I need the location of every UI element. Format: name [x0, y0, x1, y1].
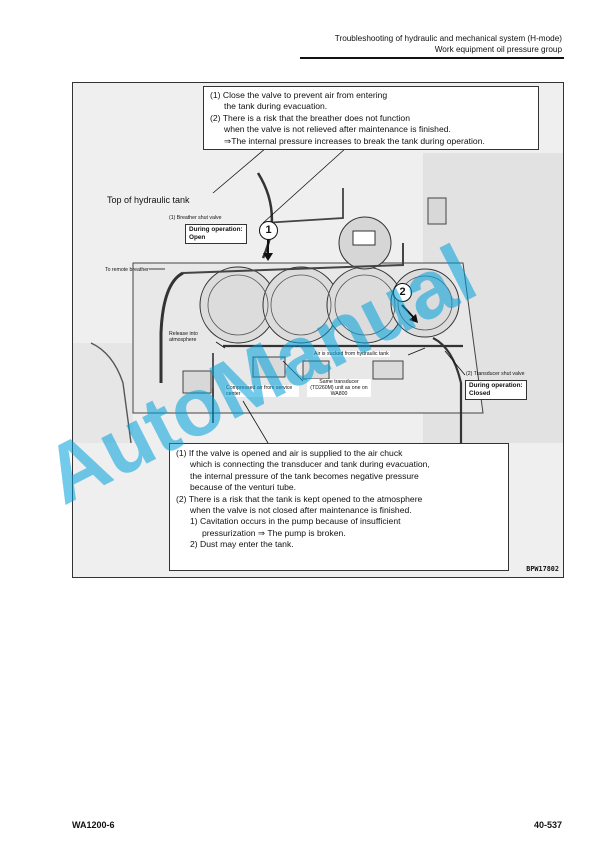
- label-compressed-air: Compressed air from service center: [225, 385, 299, 397]
- label-breather-shut-valve: (1) Breather shut valve: [169, 215, 222, 221]
- note-line: pressurization ⇒ The pump is broken.: [202, 527, 346, 538]
- marker-1: 1: [259, 221, 278, 240]
- label-transducer-shut-valve: (2) Transducer shut valve: [466, 371, 525, 377]
- label-air-sucked: Air is sucked from hydraulic tank: [313, 351, 390, 357]
- note-line: which is connecting the transducer and t…: [190, 459, 430, 470]
- state-open-box: During operation: Open: [185, 224, 247, 244]
- marker-2: 2: [393, 283, 412, 302]
- header-group-title: Work equipment oil pressure group: [434, 44, 562, 54]
- note-line: when the valve is not relieved after mai…: [224, 124, 451, 135]
- figure-code: BPW17802: [526, 565, 559, 573]
- note-line: (2) There is a risk that the breather do…: [210, 112, 410, 123]
- note-line: 1) Cavitation occurs in the pump because…: [190, 516, 401, 527]
- state-open-line2: Open: [189, 234, 206, 241]
- header-section-title: Troubleshooting of hydraulic and mechani…: [334, 34, 562, 43]
- footer-page-number: 40-537: [533, 820, 562, 830]
- note-line: 2) Dust may enter the tank.: [190, 539, 294, 550]
- bottom-caution-note: (1) If the valve is opened and air is su…: [169, 443, 509, 571]
- label-same-transducer: Same transducer (TD260M) unit as one on …: [307, 379, 371, 397]
- label-to-remote-breather: To remote breather: [105, 267, 149, 273]
- label-release-atmosphere: Release into atmosphere: [169, 331, 198, 343]
- note-line: the tank during evacuation.: [224, 101, 328, 112]
- header-rule: [300, 57, 564, 59]
- note-line: when the valve is not closed after maint…: [190, 505, 412, 516]
- footer-model: WA1200-6: [72, 820, 115, 830]
- note-line: the internal pressure of the tank become…: [190, 470, 419, 481]
- top-caution-note: (1) Close the valve to prevent air from …: [203, 86, 539, 150]
- tank-title: Top of hydraulic tank: [107, 195, 190, 205]
- note-line: (1) If the valve is opened and air is su…: [176, 448, 403, 458]
- note-line: (2) There is a risk that the tank is kep…: [176, 493, 423, 504]
- state-closed-line2: Closed: [469, 390, 491, 397]
- state-open-line1: During operation:: [189, 226, 243, 233]
- page-header: Troubleshooting of hydraulic and mechani…: [335, 34, 562, 55]
- tank-photo-figure: (1) Close the valve to prevent air from …: [72, 82, 564, 578]
- note-line: (1) Close the valve to prevent air from …: [210, 90, 388, 100]
- note-line: ⇒The internal pressure increases to brea…: [224, 135, 485, 146]
- note-line: because of the venturi tube.: [190, 482, 297, 493]
- state-closed-box: During operation: Closed: [465, 380, 527, 400]
- state-closed-line1: During operation:: [469, 382, 523, 389]
